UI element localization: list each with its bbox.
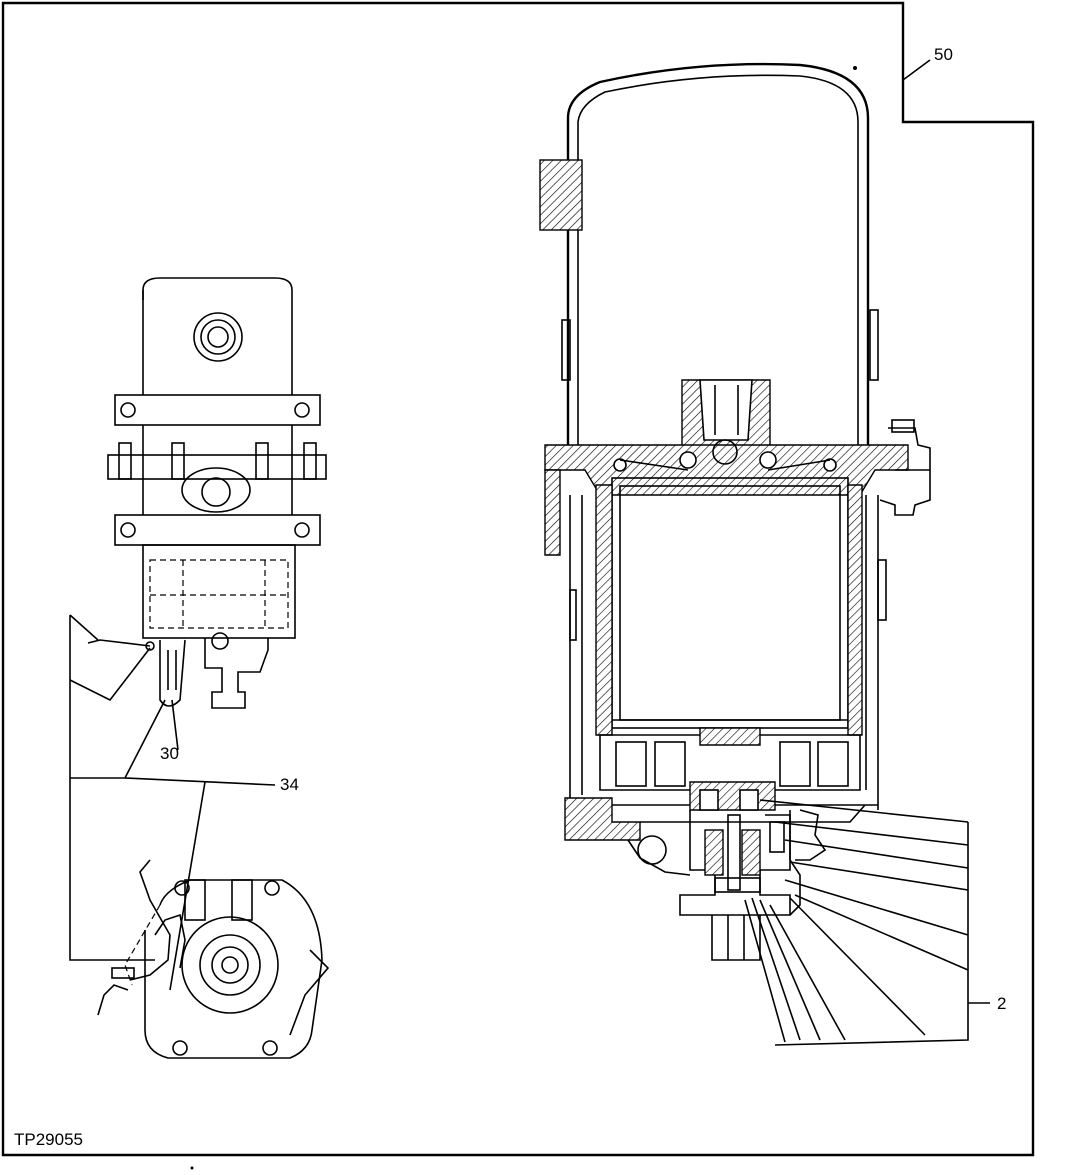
figure-border [1, 1, 1035, 1157]
reference-dot [853, 66, 857, 70]
dryer-external-view [87, 277, 327, 709]
callout-34: 34 [280, 775, 299, 794]
leaders-left [69, 614, 276, 991]
callout-2: 2 [997, 994, 1007, 1013]
dryer-end-view [97, 859, 330, 1059]
dryer-cross-section [539, 62, 931, 961]
top-port-fitting [193, 312, 243, 362]
callout-30: 30 [160, 744, 179, 763]
leader-line-callout-50 [902, 59, 931, 81]
callout-50: 50 [934, 45, 953, 64]
reference-dot [190, 1166, 194, 1170]
figure-code: TP29055 [14, 1130, 83, 1149]
leader-lines-callout-2 [744, 799, 990, 1046]
